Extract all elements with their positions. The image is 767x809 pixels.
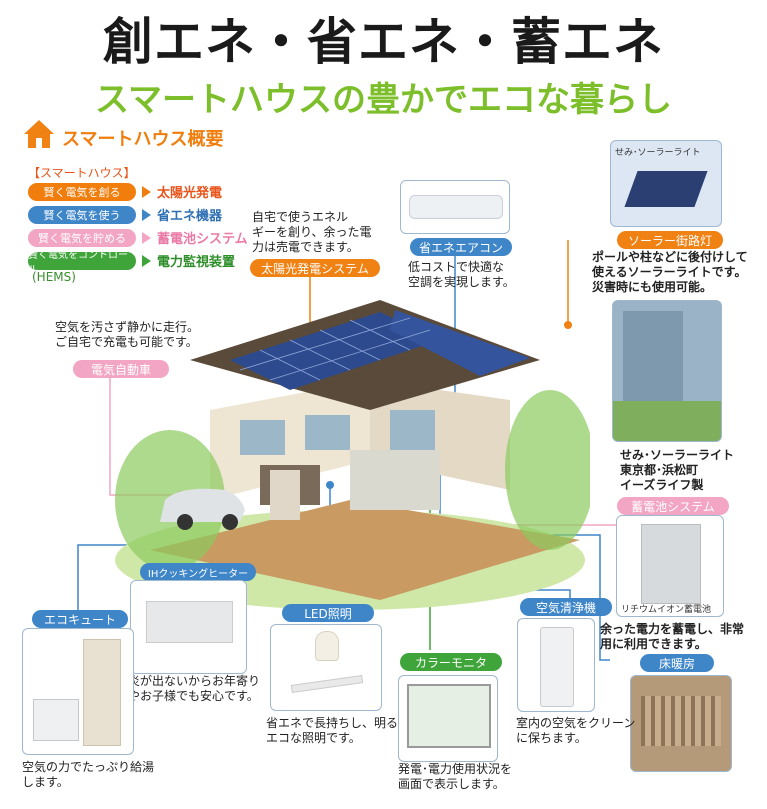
- legend-item-store: 賢く電気を貯める 蓄電池システム: [28, 228, 248, 247]
- ih-desc: 炎が出ないからお年寄り やお子様でも安心です。: [128, 674, 261, 703]
- ecocute-desc: 空気の力でたっぷり給湯 します。: [22, 760, 155, 789]
- legend-pill: 賢く電気をコントロール: [28, 250, 136, 276]
- legend-text: 蓄電池システム: [157, 232, 248, 247]
- legend-text: 省エネ機器: [157, 209, 223, 224]
- monitor-desc: 発電･電力使用状況を 画面で表示します。: [398, 762, 513, 791]
- solar-light-desc: ポールや柱などに後付けして 使えるソーラーライトです。 災害時にも使用可能。: [592, 250, 748, 294]
- overview-title: スマートハウス概要: [62, 129, 224, 150]
- tag-monitor: カラーモニタ: [400, 653, 502, 671]
- page-title: 創エネ・省エネ・蓄エネ: [103, 13, 664, 71]
- legend-pill: 賢く電気を貯める: [28, 228, 136, 247]
- tag-floor-heat: 床暖房: [640, 654, 714, 672]
- legend-item-control: 賢く電気をコントロール 電力監視装置: [28, 250, 236, 276]
- legend-hems: (HEMS): [32, 270, 76, 284]
- legend-text: 太陽光発電: [157, 186, 223, 201]
- floor-heat-photo: [630, 675, 732, 772]
- aircon-photo: [400, 180, 510, 234]
- tag-ev: 電気自動車: [73, 360, 169, 378]
- tag-battery: 蓄電池システム: [617, 497, 729, 515]
- aircon-desc: 低コストで快適な 空調を実現します。: [408, 260, 515, 289]
- monitor-photo: [398, 675, 498, 762]
- ev-desc: 空気を汚さず静かに走行。 ご自宅で充電も可能です。: [55, 320, 200, 349]
- legend-item-use: 賢く電気を使う 省エネ機器: [28, 205, 222, 224]
- legend-pill: 賢く電気を創る: [28, 182, 136, 201]
- tag-ih: IHクッキングヒーター: [140, 563, 256, 581]
- legend-pill: 賢く電気を使う: [28, 205, 136, 224]
- ecocute-photo: [22, 628, 134, 755]
- battery-photo: リチウムイオン蓄電池: [616, 515, 724, 617]
- battery-caption: リチウムイオン蓄電池: [621, 605, 712, 615]
- tag-purifier: 空気清浄機: [520, 598, 612, 616]
- led-desc: 省エネで長持ちし、明るく エコな照明です。: [266, 716, 411, 745]
- semi-light-desc: せみ･ソーラーライト 東京都･浜松町 イーズライフ製: [620, 448, 735, 492]
- tag-ecocute: エコキュート: [32, 610, 128, 628]
- tag-solar: 太陽光発電システム: [250, 259, 380, 277]
- page-subtitle: スマートハウスの豊かでエコな暮らし: [95, 80, 672, 120]
- tag-solar-light: ソーラー街路灯: [617, 231, 723, 249]
- legend-heading: 【スマートハウス】: [28, 166, 136, 180]
- building-photo: [612, 300, 722, 442]
- purifier-desc: 室内の空気をクリーン に保ちます。: [516, 716, 636, 745]
- led-photo: [270, 624, 382, 711]
- solar-light-photo: せみ･ソーラーライト: [610, 140, 722, 227]
- battery-desc: 余った電力を蓄電し、非常 用に利用できます。: [600, 622, 745, 651]
- tag-led: LED照明: [282, 604, 374, 622]
- ih-photo: [130, 580, 247, 674]
- purifier-photo: [517, 618, 595, 712]
- tag-aircon: 省エネエアコン: [410, 238, 512, 256]
- solar-light-photo-caption: せみ･ソーラーライト: [615, 148, 701, 158]
- house-icon: [24, 120, 54, 148]
- solar-desc: 自宅で使うエネル ギーを創り、余った電 力は売電できます。: [252, 210, 372, 254]
- legend-item-create: 賢く電気を創る 太陽光発電: [28, 182, 222, 201]
- legend-text: 電力監視装置: [157, 255, 236, 270]
